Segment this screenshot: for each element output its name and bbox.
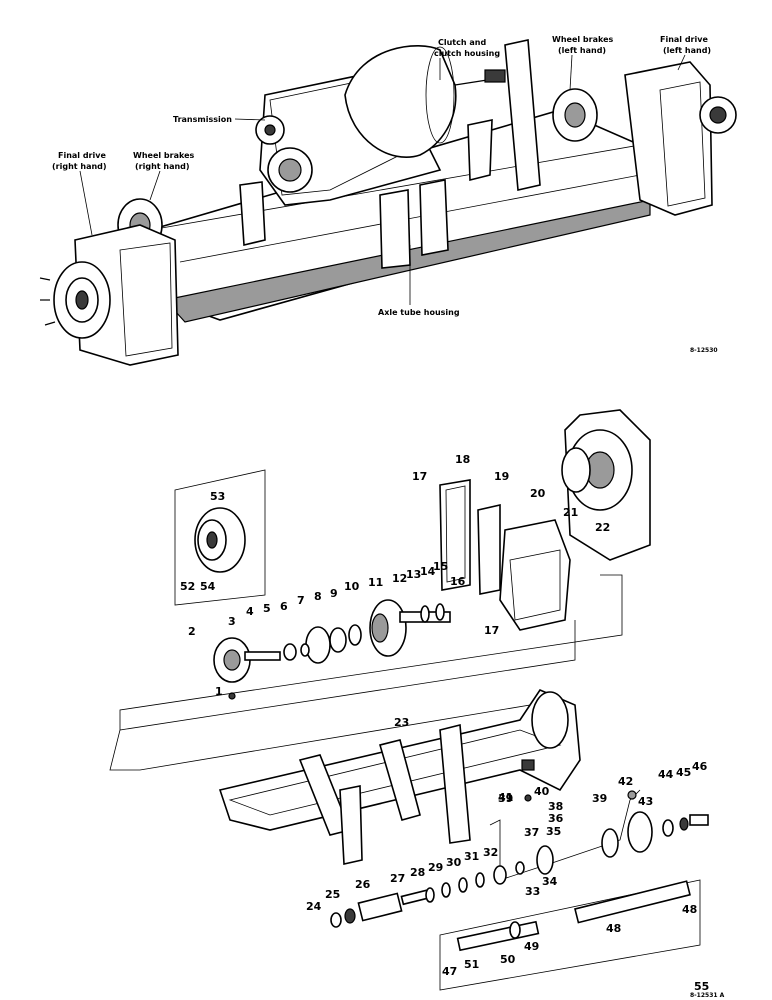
part-number-19: 19	[494, 470, 509, 483]
part-number-34: 34	[542, 875, 558, 888]
frame-outline	[119, 574, 623, 731]
part-number-46: 46	[692, 760, 708, 773]
svg-text:Wheel brakes: Wheel brakes	[552, 35, 614, 44]
part-number-18: 18	[455, 453, 470, 466]
part-number-12: 12	[392, 572, 407, 585]
part-number-11: 11	[368, 576, 383, 589]
part-number-55: 55	[694, 980, 709, 993]
part-number-8: 8	[314, 590, 322, 603]
part-number-49: 49	[524, 940, 539, 953]
svg-text:(left hand): (left hand)	[558, 46, 606, 55]
part-number-44: 44	[658, 768, 674, 781]
part-number-6: 6	[280, 600, 288, 613]
part-number-51: 51	[464, 958, 479, 971]
clutch-housing	[344, 44, 457, 158]
part-number-3: 3	[228, 615, 236, 628]
hub-inset-frame	[174, 469, 266, 606]
part-number-38: 38	[548, 800, 563, 813]
exploded-figure-ref: 8-12531 A	[690, 992, 725, 999]
part-number-47: 47	[442, 965, 457, 978]
svg-text:Wheel brakes: Wheel brakes	[133, 151, 195, 160]
svg-text:(left hand): (left hand)	[663, 46, 711, 55]
part-number-32: 32	[483, 846, 498, 859]
part-number-50: 50	[500, 953, 516, 966]
top-callouts: Clutch and clutch housing Wheel brakes (…	[52, 35, 718, 354]
part-number-14: 14	[420, 565, 436, 578]
part-number-35: 35	[546, 825, 561, 838]
svg-text:(right hand): (right hand)	[52, 162, 107, 171]
part-number-43: 43	[638, 795, 653, 808]
part-number-2: 2	[188, 625, 196, 638]
part-number-25: 25	[325, 888, 340, 901]
svg-text:(right hand): (right hand)	[135, 162, 190, 171]
part-number-5: 5	[263, 602, 271, 615]
part-number-52: 52	[180, 580, 195, 593]
part-number-4: 4	[246, 605, 254, 618]
part-number-24: 24	[306, 900, 322, 913]
part-number-9: 9	[330, 587, 338, 600]
part-number-1: 1	[215, 685, 223, 698]
left-final-drive	[624, 61, 713, 216]
svg-text:Final drive: Final drive	[660, 35, 708, 44]
part-number-33: 33	[525, 885, 540, 898]
part-number-39: 39	[592, 792, 607, 805]
right-final-drive	[74, 224, 179, 366]
part-number-31: 31	[464, 850, 479, 863]
part-number-36: 36	[548, 812, 564, 825]
axle-inset-frame	[439, 879, 701, 991]
part-number-29: 29	[428, 861, 443, 874]
part-number-48: 48	[682, 903, 697, 916]
part-number-13: 13	[406, 568, 421, 581]
part-number-39: 39	[498, 792, 513, 805]
callout-clutch-line1: Clutch and	[438, 38, 486, 47]
part-number-20: 20	[530, 487, 546, 500]
svg-text:Axle tube housing: Axle tube housing	[378, 308, 460, 317]
part-number-53: 53	[210, 490, 225, 503]
part-number-17: 17	[412, 470, 427, 483]
part-number-37: 37	[524, 826, 539, 839]
part-number-23: 23	[394, 716, 409, 729]
part-number-15: 15	[433, 560, 448, 573]
part-number-26: 26	[355, 878, 371, 891]
part-number-54: 54	[200, 580, 216, 593]
svg-text:Transmission: Transmission	[173, 115, 232, 124]
top-assembly-illustration	[39, 39, 737, 366]
part-number-27: 27	[390, 872, 405, 885]
part-number-17: 17	[484, 624, 499, 637]
part-number-48: 48	[606, 922, 621, 935]
part-number-41: 41	[498, 791, 513, 804]
part-number-21: 21	[563, 506, 578, 519]
part-number-42: 42	[618, 775, 633, 788]
exploded-illustration	[109, 409, 709, 991]
part-number-22: 22	[595, 521, 610, 534]
part-number-45: 45	[676, 766, 691, 779]
top-figure-ref: 8-12530	[690, 347, 718, 354]
part-number-16: 16	[450, 575, 466, 588]
part-number-28: 28	[410, 866, 425, 879]
callout-clutch-line2: clutch housing	[434, 49, 500, 58]
part-number-10: 10	[344, 580, 360, 593]
part-number-30: 30	[446, 856, 462, 869]
svg-text:Final drive: Final drive	[58, 151, 106, 160]
part-number-7: 7	[297, 594, 305, 607]
part-number-40: 40	[534, 785, 550, 798]
